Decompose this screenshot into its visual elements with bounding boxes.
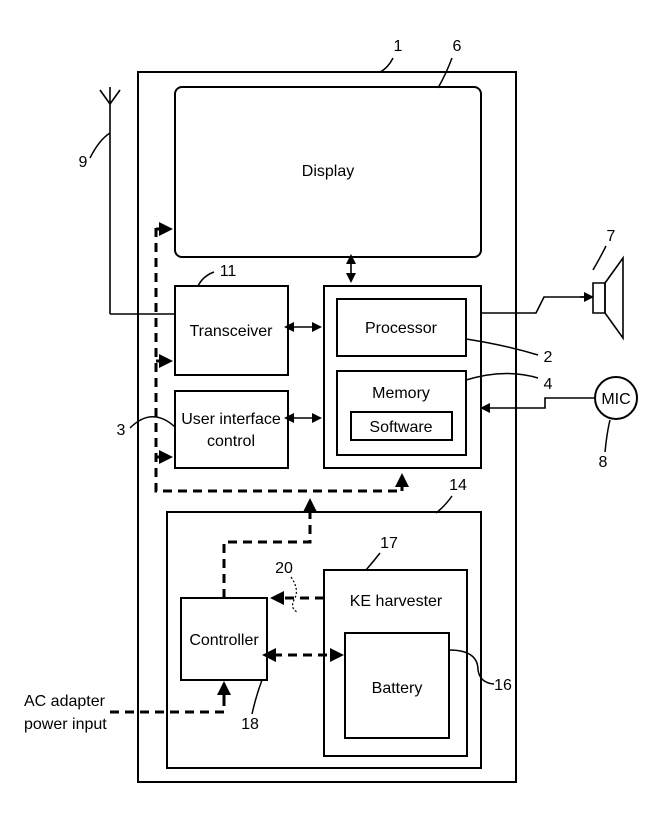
speaker-icon — [481, 258, 623, 338]
ref-dotted-link: 20 — [275, 560, 293, 577]
ref-transceiver: 11 — [220, 263, 237, 280]
ref-antenna-leader — [90, 133, 110, 158]
controller-output-line — [224, 502, 310, 598]
ref-device: 1 — [394, 38, 403, 55]
ref-ui-control-leader — [130, 417, 175, 428]
display-label: Display — [302, 163, 354, 180]
ref-transceiver-leader — [198, 272, 214, 286]
microphone-label: MIC — [601, 391, 630, 408]
battery-label: Battery — [372, 680, 423, 697]
ref-battery-leader — [449, 650, 494, 684]
ref-ke-harvester-leader — [366, 553, 380, 570]
ref-dotted-link-leader — [291, 577, 297, 612]
memory-label: Memory — [372, 385, 430, 402]
ref-microphone: 8 — [599, 454, 608, 471]
ref-memory-leader — [466, 373, 538, 380]
ref-device-leader — [380, 58, 393, 72]
ref-controller: 18 — [241, 716, 259, 733]
ref-power-module: 14 — [449, 477, 467, 494]
controller-label: Controller — [189, 632, 259, 649]
ref-controller-leader — [252, 680, 262, 714]
ac-adapter-label-line1: AC adapter — [24, 693, 106, 710]
ref-speaker-leader — [593, 246, 606, 270]
power-bus-line — [156, 228, 402, 491]
ref-memory: 4 — [544, 376, 553, 393]
mic-to-memory-arrow — [482, 398, 595, 408]
ref-speaker: 7 — [607, 228, 616, 245]
ref-ke-harvester: 17 — [380, 535, 398, 552]
ref-processor-leader — [466, 339, 538, 355]
software-label: Software — [369, 419, 432, 436]
ref-microphone-leader — [605, 420, 610, 452]
ref-processor: 2 — [544, 349, 553, 366]
ui-control-box — [175, 391, 288, 468]
ref-power-module-leader — [436, 496, 452, 513]
transceiver-label: Transceiver — [190, 323, 274, 340]
ui-control-label-line1: User interface — [181, 411, 281, 428]
ref-display: 6 — [453, 38, 462, 55]
ke-harvester-label: KE harvester — [350, 593, 443, 610]
ref-antenna: 9 — [79, 154, 88, 171]
ac-adapter-label-line2: power input — [24, 716, 107, 733]
ref-battery: 16 — [494, 677, 512, 694]
ui-control-label-line2: control — [207, 433, 255, 450]
ref-ui-control: 3 — [117, 422, 126, 439]
processor-label: Processor — [365, 320, 438, 337]
